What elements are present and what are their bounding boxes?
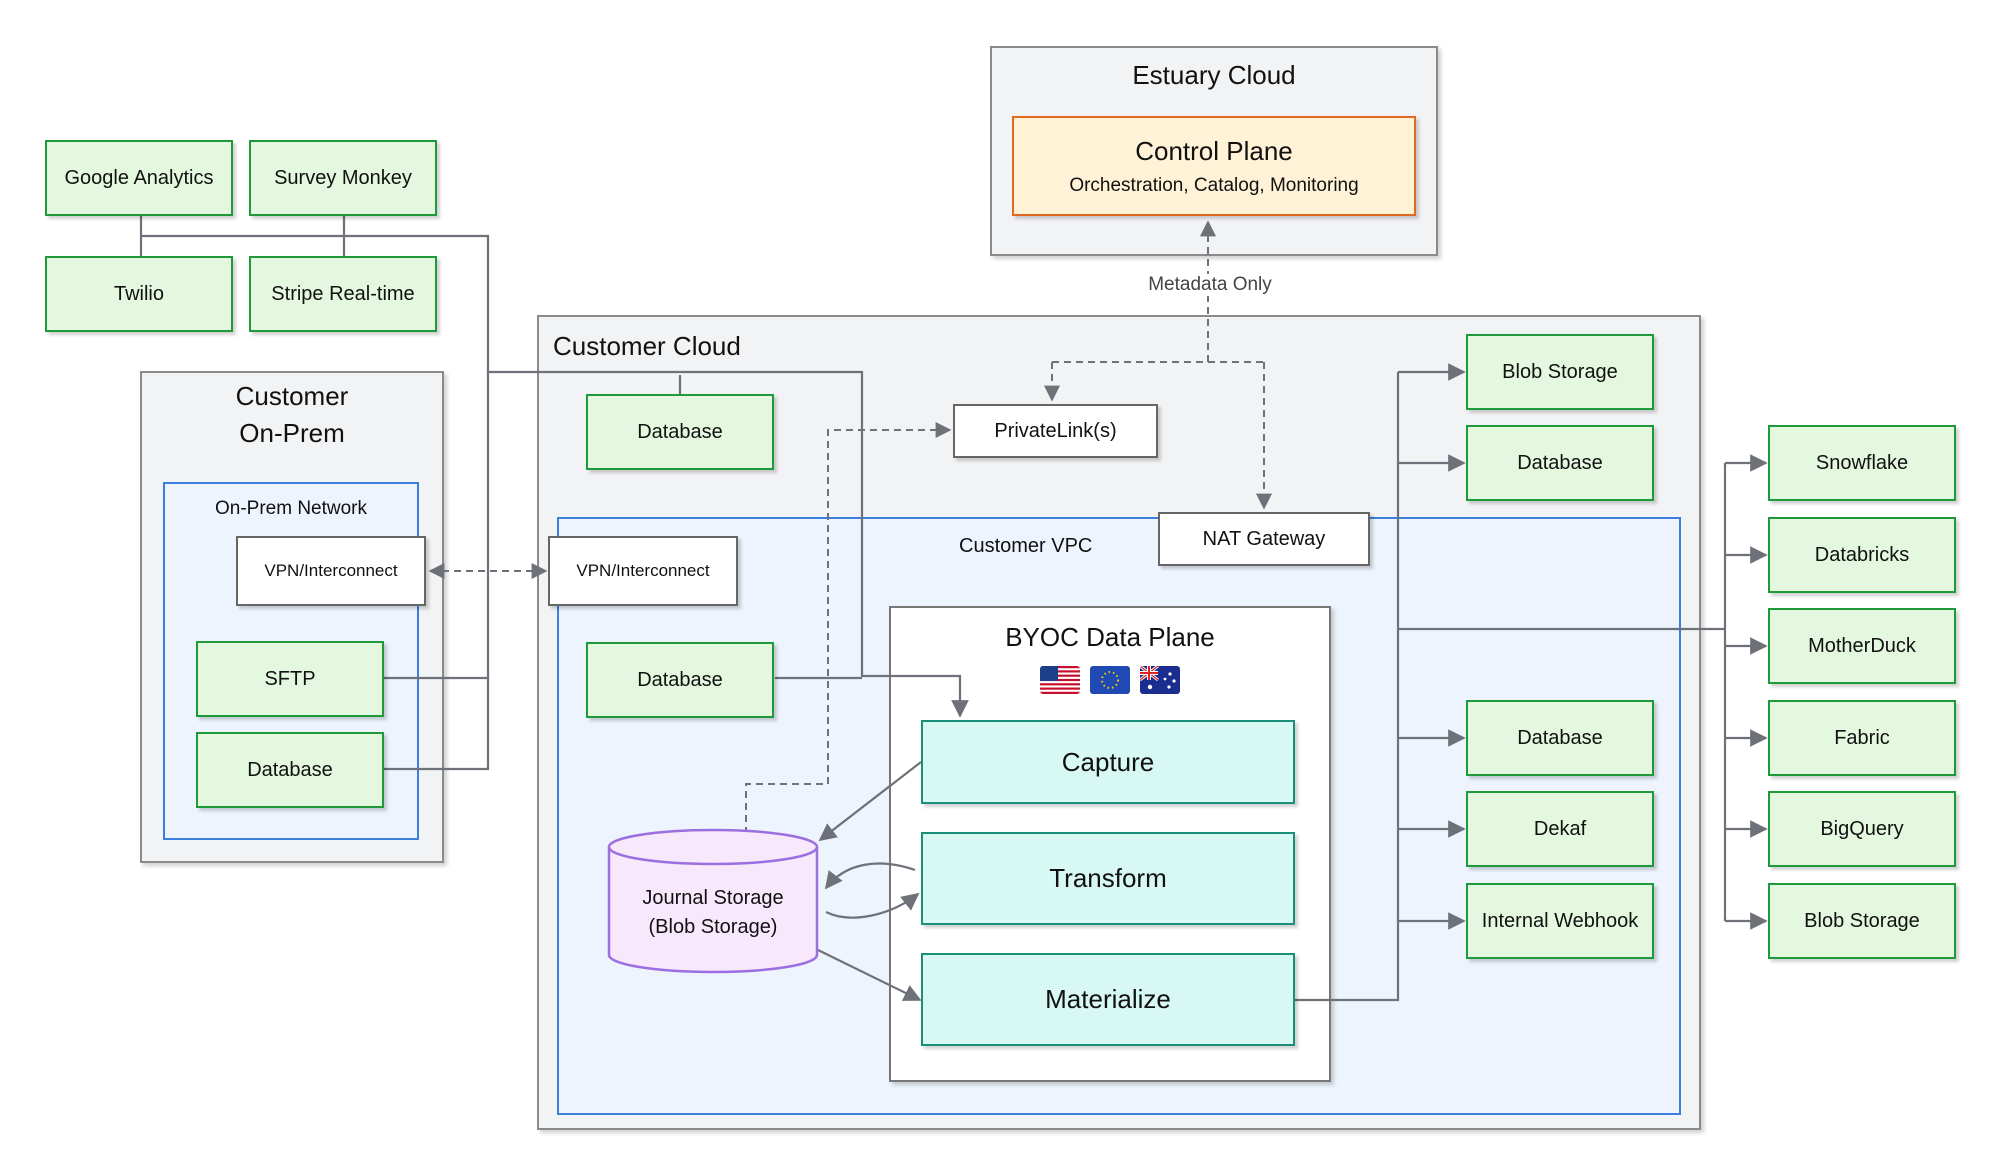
journal-storage-cylinder [607, 828, 819, 974]
vpc-vpn[interactable]: VPN/Interconnect [548, 536, 738, 606]
connector-capture-journal [818, 761, 922, 842]
us-flag-icon [1040, 666, 1080, 694]
dest-snowflake[interactable]: Snowflake [1768, 425, 1956, 501]
estuary-cloud-title: Estuary Cloud [1132, 60, 1296, 90]
connector-journal-privatelink [745, 422, 952, 834]
nat-gateway[interactable]: NAT Gateway [1158, 512, 1370, 566]
dest-bigquery[interactable]: BigQuery [1768, 791, 1956, 867]
connector-materialize-bus [1295, 372, 1400, 1002]
dest-fabric[interactable]: Fabric [1768, 700, 1956, 776]
connector-journal-transform-in [825, 892, 920, 919]
on-prem-vpn[interactable]: VPN/Interconnect [236, 536, 426, 606]
dest-databricks[interactable]: Databricks [1768, 517, 1956, 593]
privatelink[interactable]: PrivateLink(s) [953, 404, 1158, 458]
control-plane-subtitle: Orchestration, Catalog, Monitoring [1069, 174, 1359, 196]
dest-dekaf[interactable]: Dekaf [1466, 791, 1654, 867]
connector-sftp [384, 372, 490, 680]
on-prem-database[interactable]: Database [196, 732, 384, 808]
connector-onprem-database [384, 678, 490, 771]
stripe-source[interactable]: Stripe Real-time [249, 256, 437, 332]
connector-transform-journal-out [824, 862, 916, 890]
transform-stage[interactable]: Transform [921, 832, 1295, 925]
on-prem-title-line2: On-Prem [239, 418, 345, 448]
journal-storage-label[interactable]: Journal Storage (Blob Storage) [609, 884, 817, 942]
control-plane-title: Control Plane [1135, 135, 1293, 166]
dest-cloud-database[interactable]: Database [1466, 425, 1654, 501]
dest-internal-webhook[interactable]: Internal Webhook [1466, 883, 1654, 959]
au-flag-icon [1140, 666, 1180, 694]
eu-flag-icon [1090, 666, 1130, 694]
capture-stage[interactable]: Capture [921, 720, 1295, 804]
materialize-stage[interactable]: Materialize [921, 953, 1295, 1046]
dest-motherduck[interactable]: MotherDuck [1768, 608, 1956, 684]
dest-vpc-database[interactable]: Database [1466, 700, 1654, 776]
journal-storage-line1: Journal Storage [642, 887, 784, 909]
dest-blob-storage[interactable]: Blob Storage [1466, 334, 1654, 410]
connector-journal-materialize [817, 949, 922, 1001]
on-prem-title-line1: Customer [235, 381, 349, 411]
journal-storage-line2: (Blob Storage) [648, 916, 778, 938]
dest-external-blob-storage[interactable]: Blob Storage [1768, 883, 1956, 959]
metadata-only-label: Metadata Only [1130, 274, 1290, 296]
customer-cloud-title: Customer Cloud [553, 331, 741, 361]
twilio-source[interactable]: Twilio [45, 256, 233, 332]
cloud-database[interactable]: Database [586, 394, 774, 470]
survey-monkey-source[interactable]: Survey Monkey [249, 140, 437, 216]
on-prem-network-title: On-Prem Network [214, 498, 368, 519]
connector-sources-bus [141, 234, 962, 716]
sftp-source[interactable]: SFTP [196, 641, 384, 717]
byoc-data-plane-title: BYOC Data Plane [1005, 622, 1215, 652]
vpc-database[interactable]: Database [586, 642, 774, 718]
customer-vpc-title: Customer VPC [959, 535, 1093, 557]
control-plane[interactable]: Control Plane Orchestration, Catalog, Mo… [1012, 116, 1416, 216]
google-analytics-source[interactable]: Google Analytics [45, 140, 233, 216]
